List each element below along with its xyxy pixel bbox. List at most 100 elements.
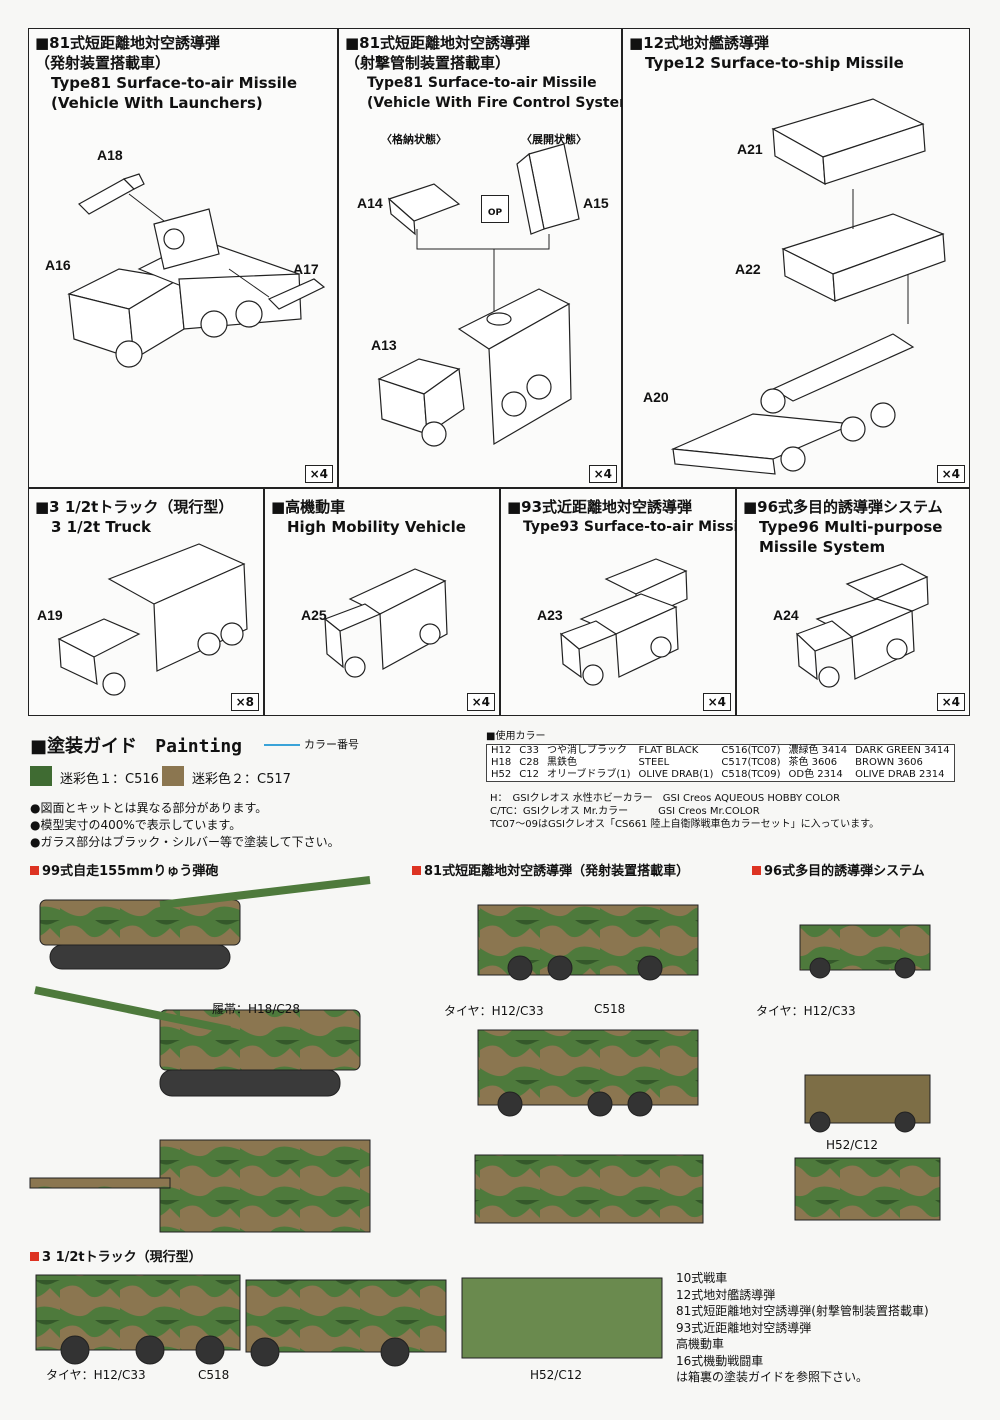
colors-table-box: H12 C33 つや消しブラック FLAT BLACK C516(TC07) 濃緑色 3…	[486, 744, 955, 782]
painting-title-en: Painting	[155, 736, 242, 757]
panel-type81-fire-control: ■81式短距離地対空誘導弾 （射撃管制装置搭載車） Type81 Surface…	[338, 28, 640, 488]
panel-title-ja: ■81式短距離地対空誘導弾 （発射装置搭載車）	[35, 34, 221, 72]
table-cell: C516(TC07)	[721, 745, 781, 756]
panel-title-en: 3 1/2t Truck	[51, 518, 151, 536]
panel-title-en: Type81 Surface-to-air Missile (Vehicle W…	[51, 74, 298, 112]
hmv-drawing	[323, 568, 448, 678]
panel-title-ja: ■高機動車	[271, 498, 346, 516]
part-label: A16	[45, 257, 71, 273]
swatch-2	[162, 766, 184, 786]
quantity-badge: ×8	[230, 693, 259, 711]
list-item: 高機動車	[676, 1337, 725, 1351]
legend-line	[264, 744, 300, 746]
guide-title-96: 96式多目的誘導弾システム	[752, 860, 925, 879]
panel-title-ja: ■12式地対艦誘導弾	[629, 34, 770, 52]
quantity-badge: ×4	[466, 693, 495, 711]
table-cell: DARK GREEN 3414	[855, 745, 950, 756]
quantity-badge: ×4	[588, 465, 617, 483]
callout-c518: C518	[198, 1368, 230, 1382]
note-3: ●ガラス部分はブラック・シルバー等で塗装して下さい。	[30, 835, 340, 849]
legend-label: カラー番号	[304, 738, 359, 751]
table-cell: BROWN 3606	[855, 757, 923, 768]
colors-header: ■使用カラー	[486, 731, 546, 742]
callout-track: 履帯：H18/C28	[212, 1002, 300, 1016]
part-label: A17	[293, 261, 319, 277]
table-cell: H12	[491, 745, 512, 756]
panel-truck: ■3 1/2tトラック（現行型） 3 1/2t Truck A19 ×8	[28, 488, 264, 716]
list-item: は箱裏の塗装ガイドを参照下さい。	[676, 1370, 869, 1384]
deployed-label: 〈展開状態〉	[521, 133, 587, 146]
truck-drawing	[67, 173, 326, 368]
list-item: 93式近距離地対空誘導弾	[676, 1320, 812, 1335]
quantity-badge: ×4	[702, 693, 731, 711]
panel-hmv: ■高機動車 High Mobility Vehicle A25 ×4	[264, 488, 500, 716]
quantity-badge: ×4	[936, 465, 965, 483]
type93-drawing	[559, 558, 688, 686]
part-label: A25	[301, 607, 327, 623]
part-label: A24	[773, 607, 799, 623]
part-label: A23	[537, 607, 563, 623]
colors-foot-3: TC07～09はGSIクレオス「CS661 陸上自衛隊戦車色カラーセット」に入っ…	[490, 819, 880, 830]
missile-drawing	[670, 98, 946, 475]
part-label: A19	[37, 607, 63, 623]
table-cell: 黒鉄色	[546, 757, 577, 768]
callout-tire: タイヤ：H12/C33	[444, 1004, 544, 1018]
table-cell: H18	[491, 757, 512, 768]
table-row: H12 C33 つや消しブラック FLAT BLACK C516(TC07) 濃緑色 3…	[487, 745, 954, 757]
quantity-badge: ×4	[304, 465, 333, 483]
table-cell: OLIVE DRAB(1)	[638, 769, 714, 780]
panel-type96: ■96式多目的誘導弾システム Type96 Multi-purpose Miss…	[736, 488, 970, 716]
list-item: 81式短距離地対空誘導弾(射撃管制装置搭載車)	[676, 1304, 929, 1318]
table-cell: STEEL	[638, 757, 670, 768]
table-cell: OD色 2314	[788, 769, 843, 780]
part-label: A14	[357, 195, 383, 211]
quantity-badge: ×4	[936, 693, 965, 711]
panel-type93: ■93式近距離地対空誘導弾 Type93 Surface-to-air Miss…	[500, 488, 753, 716]
table-cell: C28	[519, 757, 539, 768]
part-label: A21	[737, 141, 763, 157]
table-cell: 濃緑色 3414	[788, 745, 848, 756]
callout-tire: タイヤ：H12/C33	[756, 1004, 856, 1018]
panel-title-ja: ■96式多目的誘導弾システム	[743, 498, 943, 516]
table-cell: FLAT BLACK	[638, 745, 699, 756]
table-cell: つや消しブラック	[546, 745, 627, 756]
callout-h52: H52/C12	[530, 1368, 582, 1382]
part-label: A20	[643, 389, 669, 405]
list-item: 12式地対艦誘導弾	[676, 1287, 776, 1302]
note-1: ●図面とキットとは異なる部分があります。	[30, 801, 268, 815]
swatch-2-label: 迷彩色２：C517	[192, 772, 291, 787]
panel-title-ja: ■3 1/2tトラック（現行型）	[35, 498, 234, 516]
stowed-label: 〈格納状態〉	[381, 133, 447, 146]
table-cell: C517(TC08)	[721, 757, 781, 768]
panel-title-en: High Mobility Vehicle	[287, 518, 466, 536]
panel-type81-launcher: ■81式短距離地対空誘導弾 （発射装置搭載車） Type81 Surface-t…	[28, 28, 338, 488]
table-cell: 茶色 3606	[788, 757, 838, 768]
op-label: OP	[487, 208, 503, 218]
list-item: 10式戦車	[676, 1271, 728, 1285]
colors-foot-1: H： GSIクレオス 水性ホビーカラー GSI Creos AQUEOUS HO…	[490, 793, 841, 804]
painting-title-ja: ■塗装ガイド	[30, 736, 138, 757]
panel-title-en: Type96 Multi-purpose Missile System	[759, 518, 943, 556]
type96-drawing	[795, 563, 929, 688]
swatch-1	[30, 766, 52, 786]
table-row: H52 C12 オリーブドラブ(1) OLIVE DRAB(1) C518(TC09)…	[487, 769, 954, 781]
colors-table: H12 C33 つや消しブラック FLAT BLACK C516(TC07) 濃緑色 3…	[487, 745, 954, 781]
table-cell: H52	[491, 769, 512, 780]
op-icon: OP	[481, 195, 509, 223]
callout-c518: C518	[594, 1002, 626, 1016]
panel-title-en: Type12 Surface-to-ship Missile	[645, 54, 904, 72]
table-cell: C33	[519, 745, 539, 756]
swatch-1-label: 迷彩色１：C516	[60, 772, 159, 787]
table-cell: オリーブドラブ(1)	[546, 769, 631, 780]
list-item: 16式機動戦闘車	[676, 1353, 764, 1368]
note-2: ●模型実寸の400%で表示しています。	[30, 818, 242, 832]
table-cell: C12	[519, 769, 539, 780]
table-cell: C518(TC09)	[721, 769, 781, 780]
part-label: A18	[97, 147, 123, 163]
table-row: H18 C28 黒鉄色 STEEL C517(TC08) 茶色 3606 BROWN 36…	[487, 757, 954, 769]
reference-list: 10式戦車 12式地対艦誘導弾 81式短距離地対空誘導弾(射撃管制装置搭載車) …	[676, 1270, 929, 1386]
part-label: A15	[583, 195, 609, 211]
part-label: A13	[371, 337, 397, 353]
panel-type12-missile: ■12式地対艦誘導弾 Type12 Surface-to-ship Missil…	[622, 28, 970, 488]
